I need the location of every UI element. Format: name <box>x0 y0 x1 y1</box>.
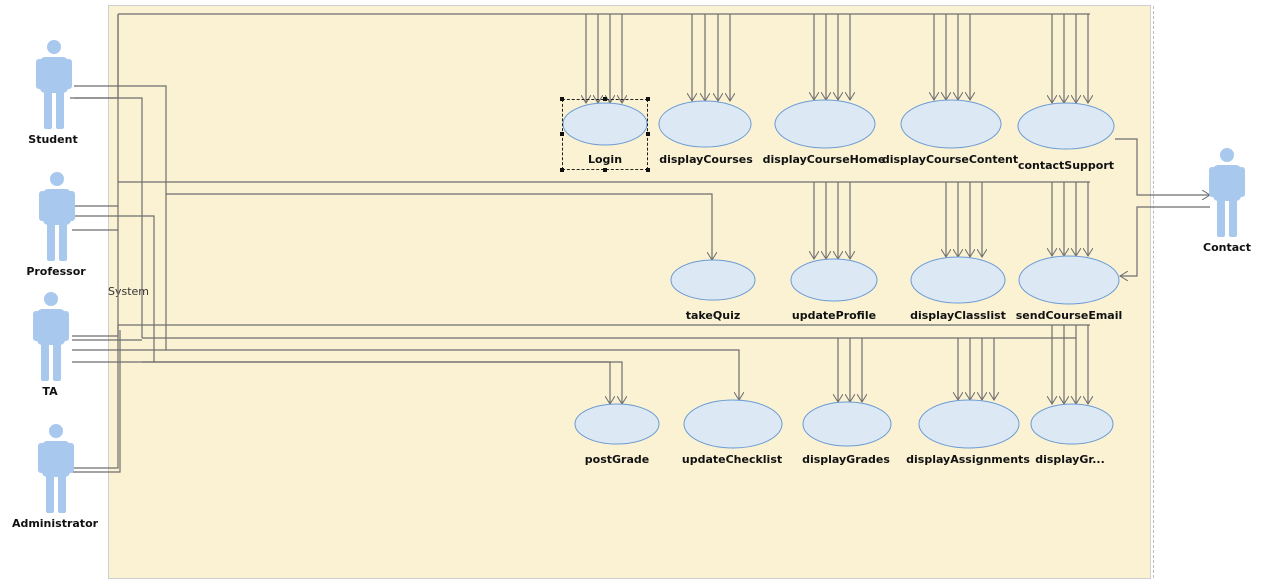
usecase-displayclasslist[interactable] <box>910 256 1006 304</box>
actor-label-ta: TA <box>42 385 58 398</box>
usecase-label-displaycourses: displayCourses <box>659 153 753 166</box>
resize-handle-e[interactable] <box>646 132 650 136</box>
usecase-contactsupport[interactable] <box>1017 102 1115 150</box>
usecase-updateprofile[interactable] <box>790 258 878 302</box>
usecase-updatechecklist[interactable] <box>683 399 783 449</box>
usecase-label-postgrade: postGrade <box>584 453 650 466</box>
usecase-label-displaycoursehome: displayCourseHome <box>762 153 886 166</box>
resize-handle-w[interactable] <box>560 132 564 136</box>
resize-handle-nw[interactable] <box>560 97 564 101</box>
usecase-label-displaycoursecontent: displayCourseContent <box>881 153 1019 166</box>
usecase-takequiz[interactable] <box>670 259 756 301</box>
usecase-label-updateprofile: updateProfile <box>791 309 877 322</box>
usecase-label-login: Login <box>587 153 623 166</box>
actor-student-icon[interactable] <box>36 40 72 129</box>
actor-label-professor: Professor <box>26 265 86 278</box>
usecase-displaygrades[interactable] <box>802 401 892 447</box>
usecase-label-displayassignments: displayAssignments <box>906 453 1030 466</box>
actor-contact-icon[interactable] <box>1209 148 1245 237</box>
usecase-sendcourseemail[interactable] <box>1018 255 1120 305</box>
resize-handle-se[interactable] <box>646 168 650 172</box>
usecase-label-updatechecklist: updateChecklist <box>681 453 783 466</box>
usecase-label-sendcourseemail: sendCourseEmail <box>1015 309 1123 322</box>
actor-label-administrator: Administrator <box>11 517 99 530</box>
resize-handle-sw[interactable] <box>560 168 564 172</box>
usecase-displaycoursecontent[interactable] <box>900 99 1002 149</box>
resize-handle-s[interactable] <box>603 168 607 172</box>
actor-professor-icon[interactable] <box>39 172 75 261</box>
selection-frame[interactable] <box>560 97 650 172</box>
usecase-label-displayclasslist: displayClasslist <box>910 309 1006 322</box>
usecase-displaycoursehome[interactable] <box>774 99 876 149</box>
usecase-displaycourses[interactable] <box>658 100 752 148</box>
actor-label-contact: Contact <box>1203 241 1251 254</box>
usecase-label-displaygr: displayGr... <box>1035 453 1105 466</box>
usecase-displayassignments[interactable] <box>918 399 1020 449</box>
usecase-label-displaygrades: displayGrades <box>802 453 890 466</box>
usecase-label-contactsupport: contactSupport <box>1017 159 1115 172</box>
resize-handle-ne[interactable] <box>646 97 650 101</box>
usecase-postgrade[interactable] <box>574 403 660 445</box>
resize-handle-n[interactable] <box>603 97 607 101</box>
usecase-displaygr[interactable] <box>1030 403 1114 445</box>
usecase-label-takequiz: takeQuiz <box>685 309 741 322</box>
actor-administrator-icon[interactable] <box>38 424 74 513</box>
actor-label-student: Student <box>28 133 78 146</box>
actor-ta-icon[interactable] <box>33 292 69 381</box>
